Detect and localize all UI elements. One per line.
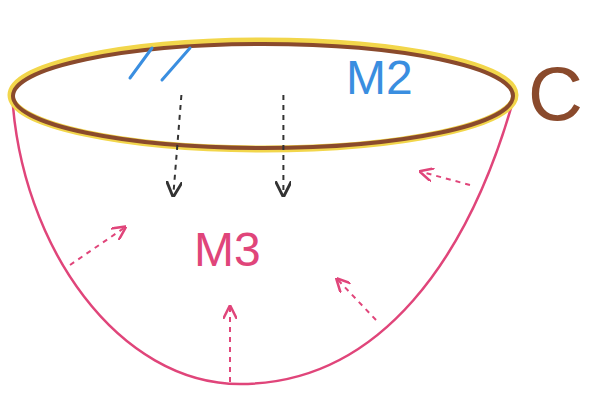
hatch-marks — [130, 48, 190, 80]
disk-outline — [8, 38, 518, 152]
dashed-arrow — [282, 95, 284, 194]
dashed-arrow — [173, 95, 181, 194]
boundary-disk: M2 — [8, 38, 518, 152]
inward-arrows — [70, 172, 470, 382]
region-label: M2 — [346, 54, 413, 102]
region-label: M3 — [194, 226, 261, 274]
curve-label: C — [528, 56, 583, 132]
